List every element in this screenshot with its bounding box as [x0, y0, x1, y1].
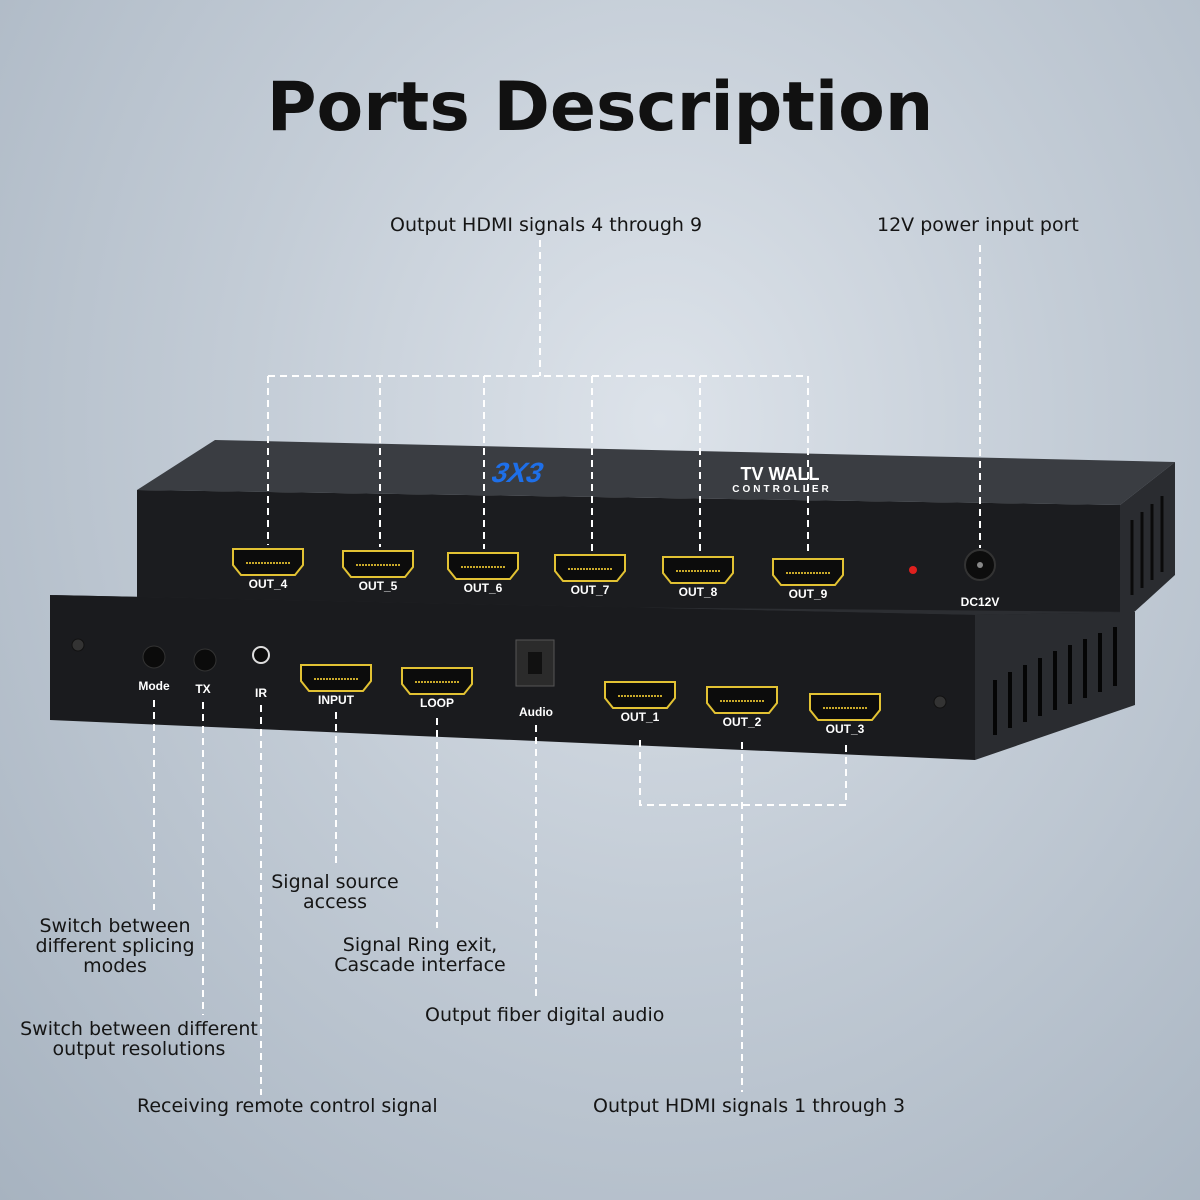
- top-hdmi-4-label: OUT_4: [249, 577, 288, 591]
- ir-label: IR: [255, 686, 267, 700]
- top-hdmi-5-label: OUT_5: [359, 579, 398, 593]
- callout-power: 12V power input port: [877, 214, 1079, 236]
- callout-line: Switch between: [39, 915, 191, 937]
- mode-label: Mode: [138, 679, 170, 693]
- power-port-label: DC12V: [961, 595, 1000, 609]
- callout-audio: Output fiber digital audio: [425, 1004, 665, 1026]
- rear-unit-top: [137, 440, 1175, 505]
- audio-label: Audio: [519, 705, 553, 719]
- callout-line: access: [302, 891, 368, 913]
- callout-line: different splicing: [35, 935, 195, 957]
- callout-line: Signal source: [271, 871, 399, 893]
- power-led: [909, 566, 917, 574]
- dc-jack-pin: [977, 562, 983, 568]
- mode-button[interactable]: [142, 645, 166, 669]
- rear-unit-front: [137, 490, 1120, 625]
- screw-icon: [71, 638, 85, 652]
- front-hdmi-2-label: OUT_2: [723, 715, 762, 729]
- callout-line: Signal Ring exit,: [342, 934, 498, 956]
- callout-outputs-1-3: Output HDMI signals 1 through 3: [593, 1095, 906, 1117]
- callout-line: modes: [83, 955, 147, 977]
- vent-slots: [1130, 496, 1164, 595]
- logo-number: 3X3: [487, 458, 548, 489]
- callout-outputs-4-9: Output HDMI signals 4 through 9: [390, 214, 703, 236]
- callout-loop: Signal Ring exit, Cascade interface: [330, 935, 510, 975]
- loop-label: LOOP: [420, 696, 454, 710]
- tx-button[interactable]: [193, 648, 217, 672]
- callout-input: Signal source access: [270, 872, 400, 912]
- tx-label: TX: [195, 682, 210, 696]
- top-hdmi-8-label: OUT_8: [679, 585, 718, 599]
- callout-mode: Switch between different splicing modes: [25, 916, 205, 976]
- callout-ir: Receiving remote control signal: [137, 1095, 438, 1117]
- logo-line2: CONTROLLER: [732, 484, 831, 495]
- callout-line: Switch between different: [20, 1018, 258, 1040]
- top-hdmi-9-label: OUT_9: [789, 587, 828, 601]
- ir-receiver: [252, 646, 270, 664]
- top-hdmi-6-label: OUT_6: [464, 581, 503, 595]
- logo-line1: TV WALL: [741, 464, 820, 484]
- callout-lines: [153, 240, 981, 1095]
- front-hdmi-1-label: OUT_1: [621, 710, 660, 724]
- callout-tx: Switch between different output resoluti…: [20, 1019, 258, 1059]
- callout-line: Cascade interface: [334, 954, 506, 976]
- top-hdmi-7-label: OUT_7: [571, 583, 610, 597]
- front-hdmi-3-label: OUT_3: [826, 722, 865, 736]
- vent-slots: [993, 627, 1117, 735]
- callout-line: output resolutions: [52, 1038, 226, 1060]
- page-title: Ports Description: [266, 68, 934, 147]
- input-label: INPUT: [318, 693, 355, 707]
- screw-icon: [933, 695, 947, 709]
- front-unit-top: [50, 595, 1135, 615]
- front-unit-front: [50, 595, 975, 760]
- optical-audio-opening: [528, 652, 542, 674]
